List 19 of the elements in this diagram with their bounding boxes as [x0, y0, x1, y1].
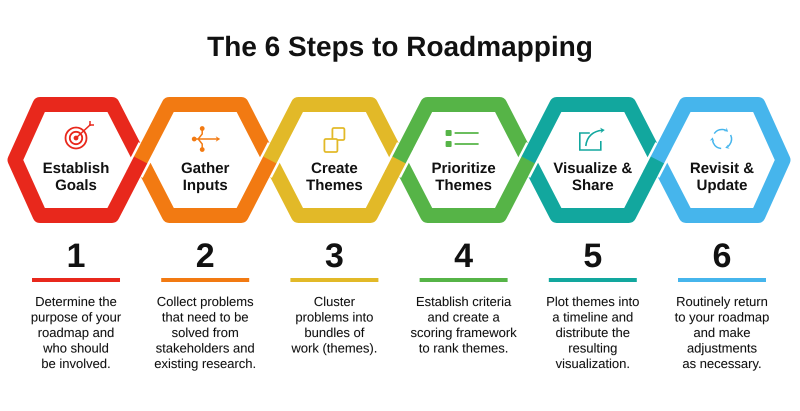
- step-number: 3: [326, 243, 343, 268]
- hexagon-step: Visualize & Share: [512, 97, 665, 223]
- hexagon-step: Establish Goals: [8, 97, 148, 223]
- step-number: 6: [714, 243, 730, 268]
- title: The 6 Steps to Roadmapping: [207, 36, 592, 62]
- step-number: 4: [454, 244, 473, 267]
- hexagon-step: Gather Inputs: [124, 97, 278, 223]
- step-description: Determine the purpose of your roadmap and who should be involved.: [32, 296, 121, 368]
- step-description: Cluster problems into bundles of work (themes).: [291, 296, 376, 356]
- step-description: Collect problems that need to be solved from stakeholders and existing research.: [154, 296, 255, 371]
- step-description: Routinely return to your roadmap and make adjustments as necessary.: [674, 296, 769, 371]
- step-description: Plot themes into a timeline and distribute the resulting visualization.: [547, 296, 639, 368]
- step-number: 5: [584, 244, 602, 268]
- step-number: 2: [196, 243, 214, 267]
- step-description: Establish criteria and create a scoring framework to rank themes.: [410, 296, 517, 353]
- hexagon-step: Revisit & Update: [642, 97, 790, 223]
- step-number: 1: [68, 244, 85, 267]
- hexagon-step: Prioritize Themes: [383, 97, 536, 223]
- hexagon-step: Create Themes: [254, 97, 406, 223]
